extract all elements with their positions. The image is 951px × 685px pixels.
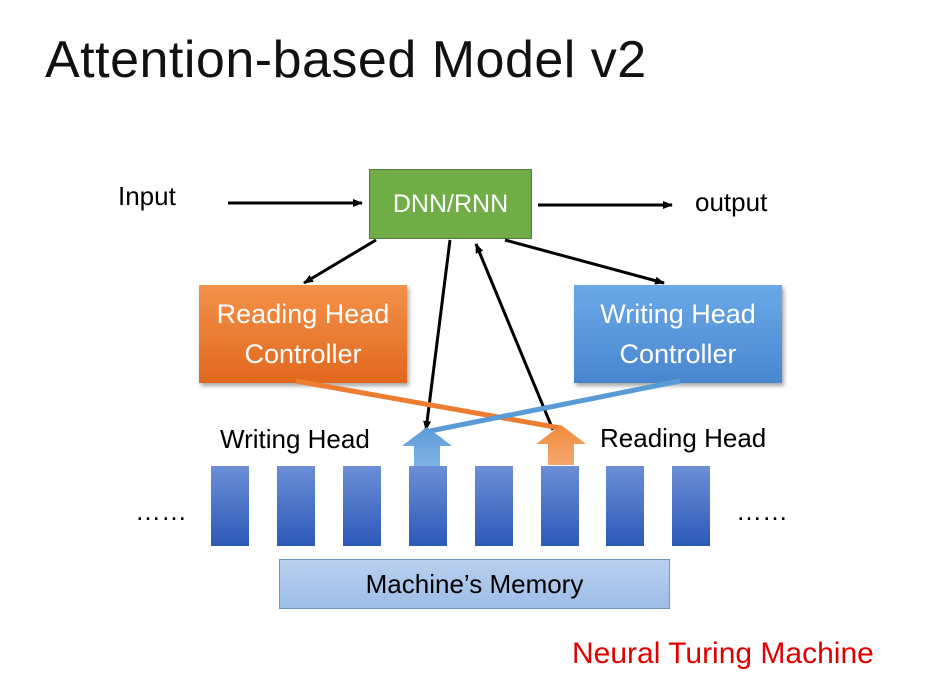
arrow-dnn-to-writing-controller <box>504 238 665 285</box>
memory-cell <box>606 466 644 546</box>
writing-head-controller: Writing Head Controller <box>574 285 782 383</box>
writing-head-arrow-icon <box>402 427 452 466</box>
dnn-rnn-box: DNN/RNN <box>369 169 532 239</box>
memory-cell <box>541 466 579 546</box>
memory-cell <box>211 466 249 546</box>
ellipsis-right: …… <box>736 496 788 526</box>
reading-head-arrow-icon <box>536 425 586 465</box>
output-label: output <box>695 187 768 217</box>
writing-controller-line-1: Writing Head <box>600 299 756 329</box>
writing-controller-line-2: Controller <box>619 339 737 369</box>
neural-turing-machine-caption: Neural Turing Machine <box>572 637 874 670</box>
ellipsis-left: …… <box>135 496 187 526</box>
memory-cell <box>672 466 710 546</box>
reading-controller-line-1: Reading Head <box>216 299 390 329</box>
writing-controller-link <box>429 378 681 434</box>
arrow-reading-head-to-dnn <box>474 243 555 431</box>
slide-title: Attention-based Model v2 <box>45 31 647 89</box>
input-label: Input <box>118 181 176 211</box>
memory-cell <box>343 466 381 546</box>
reading-controller-link <box>295 378 561 431</box>
arrow-dnn-to-writing-head <box>423 239 452 431</box>
reading-controller-line-2: Controller <box>244 339 362 369</box>
reading-head-label: Reading Head <box>600 423 767 453</box>
reading-head-controller: Reading Head Controller <box>199 285 407 383</box>
memory-cell <box>475 466 513 546</box>
arrow-dnn-to-reading-controller <box>303 238 377 285</box>
machine-memory-box: Machine’s Memory <box>279 559 670 609</box>
writing-head-label: Writing Head <box>220 424 370 454</box>
memory-cell <box>277 466 315 546</box>
memory-cell <box>409 466 447 546</box>
